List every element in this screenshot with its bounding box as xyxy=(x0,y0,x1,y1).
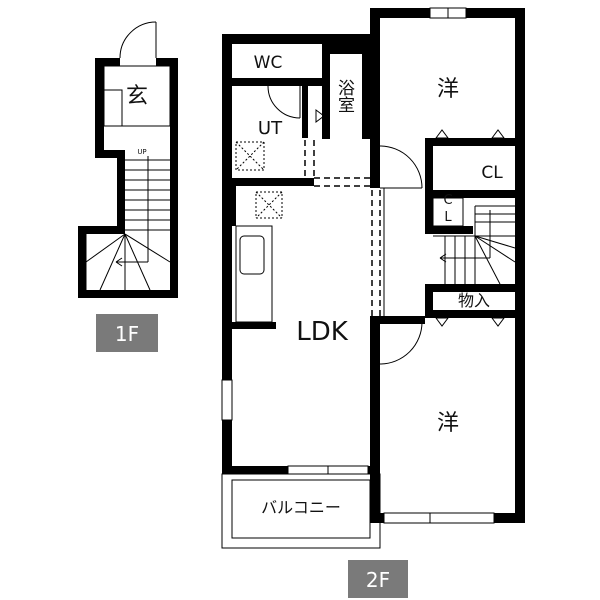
room-label-cl-small-top: C xyxy=(443,193,452,208)
walls-1f xyxy=(78,58,178,298)
stairs-up-label: UP xyxy=(137,148,146,156)
room-label-bath: 浴室 xyxy=(334,79,355,113)
room-label-western-bottom: 洋 xyxy=(437,411,459,436)
floor-badge-2f xyxy=(348,560,408,598)
entrance-door xyxy=(119,21,157,59)
room-label-western-top: 洋 xyxy=(437,77,459,102)
walls-2f xyxy=(222,8,525,523)
room-label-storage: 物入 xyxy=(458,291,490,310)
room-label-wc: WC xyxy=(254,53,283,73)
stairs-2f xyxy=(433,205,516,285)
room-label-ut: UT xyxy=(258,118,283,139)
room-label-cl-small-bottom: L xyxy=(444,210,452,225)
windows xyxy=(221,7,495,524)
closet-marks xyxy=(432,129,505,327)
room-label-ldk: LDK xyxy=(296,317,349,347)
floor-1f: 玄 UP 1F xyxy=(78,21,178,352)
floor-2f: WC 浴室 UT LDK 洋 CL C L 物入 洋 バルコニー 2F xyxy=(221,7,525,598)
doors xyxy=(267,85,423,365)
room-label-cl: CL xyxy=(481,163,503,183)
floor-label-1f: 1F xyxy=(115,322,139,346)
balcony xyxy=(221,473,381,549)
floor-label-2f: 2F xyxy=(366,568,390,592)
genkan-area xyxy=(103,65,171,127)
stairs-1f xyxy=(85,156,171,291)
openings xyxy=(304,140,381,316)
floor-badge-1f xyxy=(96,314,158,352)
room-label-balcony: バルコニー xyxy=(261,498,341,517)
kitchen-counter xyxy=(235,225,273,323)
room-label-genkan: 玄 xyxy=(126,84,148,109)
ventilation-icons xyxy=(235,141,283,219)
